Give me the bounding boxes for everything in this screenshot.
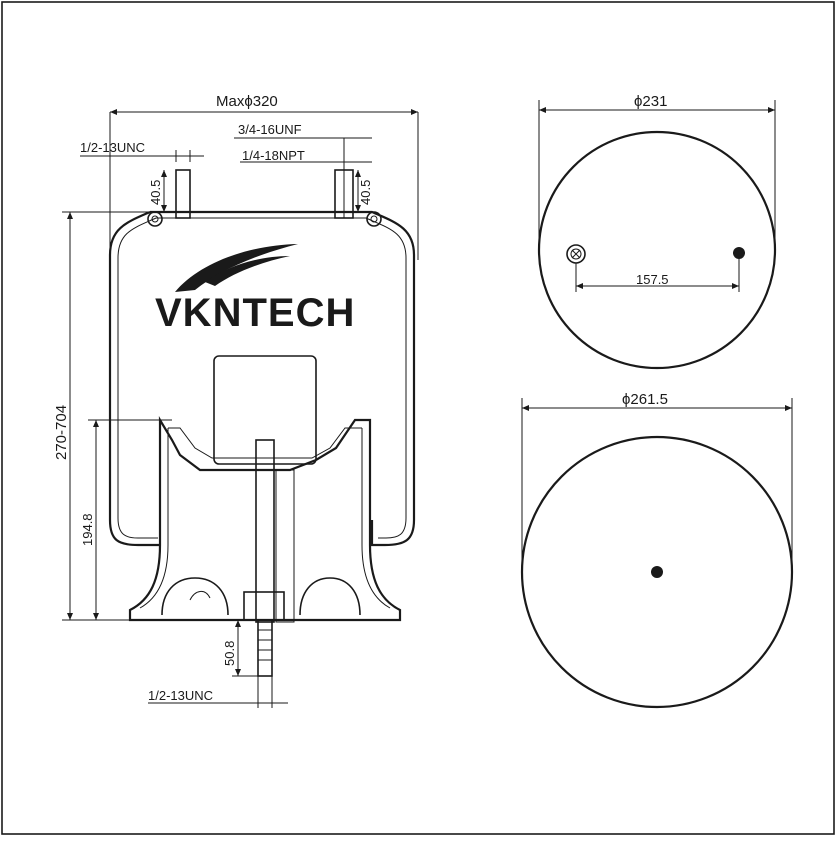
bellow-outline	[108, 210, 416, 547]
dim-piston-height: 194.8	[80, 513, 95, 546]
dim-top-thread-2: 1/4-18NPT	[242, 148, 305, 163]
piston-cutout-right	[299, 577, 361, 616]
bead-right-icon	[366, 211, 382, 227]
dim-stud-offset-left: 40.5	[148, 180, 163, 205]
bumper-block	[213, 355, 317, 465]
dim-height-range: 270-704	[53, 405, 70, 460]
dim-top-thread-1: 3/4-16UNF	[238, 122, 302, 137]
dim-top-plate-diameter: ϕ231	[634, 93, 667, 110]
piston-cutout-left	[161, 577, 229, 616]
center-post	[255, 439, 275, 623]
bead-left-icon	[147, 211, 163, 227]
dim-bottom-stud-length: 50.8	[222, 641, 237, 666]
bottom-stud	[257, 619, 273, 677]
side-view: VKNTECH Maxϕ320 3/4-16UNF 1/4-18NPT	[53, 93, 419, 708]
piston-bottom-view: ϕ261.5	[520, 391, 794, 709]
stud-hole-icon	[733, 247, 745, 259]
dim-top-thread-left: 1/2-13UNC	[80, 140, 145, 155]
dim-stud-offset-right: 40.5	[358, 180, 373, 205]
logo-swoosh-icon	[175, 244, 298, 292]
dim-bottom-thread: 1/2-13UNC	[148, 688, 213, 703]
top-plate-view: ϕ231 157.5	[537, 93, 777, 370]
top-stud-left	[175, 169, 191, 219]
brand-logo: VKNTECH	[155, 244, 355, 335]
center-hole-icon	[651, 566, 663, 578]
dim-max-diameter: Maxϕ320	[216, 93, 278, 110]
dim-stud-spacing: 157.5	[636, 272, 669, 287]
piston-outline	[128, 416, 402, 622]
dim-piston-diameter: ϕ261.5	[622, 391, 668, 408]
logo-text: VKNTECH	[155, 291, 355, 335]
